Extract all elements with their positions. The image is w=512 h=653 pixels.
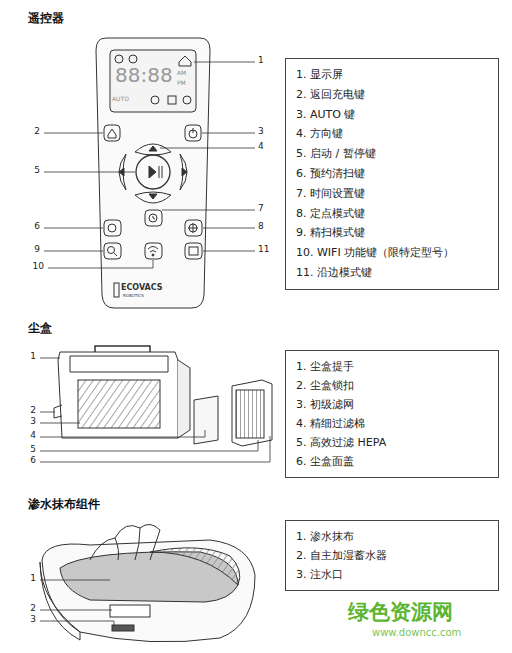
callout-number: 3 (30, 615, 36, 625)
leader-lines (44, 62, 255, 268)
section-heading: 遥控器 (28, 12, 64, 25)
callout-number: 7 (258, 204, 264, 214)
callout-number: 3 (258, 127, 264, 137)
mop-drawing (40, 524, 255, 641)
display-digits: 88:88 (115, 64, 173, 86)
display-text: PM (177, 80, 186, 87)
callout-number: 5 (30, 445, 36, 455)
list-item: 9. 精扫模式键 (296, 223, 488, 243)
list-item: 11. 沿边模式键 (296, 263, 488, 283)
callout-number: 1 (258, 56, 264, 66)
leader-lines (40, 358, 270, 462)
callout-number: 6 (34, 222, 40, 232)
callout-number: 6 (30, 456, 36, 466)
callout-number: 4 (30, 431, 36, 441)
callout-number: 10 (33, 262, 44, 272)
callout-number: 5 (34, 166, 40, 176)
dustbox-drawing (54, 346, 272, 446)
list-item: 4. 方向键 (296, 124, 488, 144)
callout-number: 11 (258, 245, 269, 255)
callout-number: 2 (34, 127, 40, 137)
list-item: 4. 精细过滤棉 (296, 414, 488, 433)
brand-logo: ECOVACS (121, 284, 163, 293)
list-item: 8. 定点模式键 (296, 204, 488, 224)
list-item: 3. AUTO 键 (296, 105, 488, 125)
section-heading: 渗水抹布组件 (28, 498, 100, 511)
callout-number: 3 (30, 417, 36, 427)
list-item: 3. 注水口 (296, 565, 488, 584)
callout-number: 1 (30, 574, 36, 584)
callout-number: 1 (30, 352, 36, 362)
callout-number: 2 (30, 604, 36, 614)
legend-list-box: 1. 显示屏2. 返回充电键3. AUTO 键4. 方向键5. 启动 / 暂停键… (285, 58, 499, 290)
list-item: 6. 尘盒面盖 (296, 452, 488, 471)
leader-lines (40, 580, 114, 626)
list-item: 3. 初级滤网 (296, 395, 488, 414)
list-item: 10. WIFI 功能键（限特定型号） (296, 243, 488, 263)
legend-list-box: 1. 尘盒提手2. 尘盒锁扣3. 初级滤网4. 精细过滤棉5. 高效过滤 HEP… (285, 350, 499, 478)
list-item: 5. 启动 / 暂停键 (296, 144, 488, 164)
callout-number: 2 (30, 406, 36, 416)
remote-drawing (96, 38, 210, 308)
callout-number: 4 (258, 142, 264, 152)
watermark: www.downcc.com (372, 627, 461, 638)
callout-number: 9 (34, 245, 40, 255)
list-item: 1. 显示屏 (296, 65, 488, 85)
list-item: 5. 高效过滤 HEPA (296, 433, 488, 452)
watermark: 绿色资源网 (348, 601, 453, 624)
display-text: AM (177, 70, 186, 77)
list-item: 1. 渗水抹布 (296, 527, 488, 546)
list-item: 2. 尘盒锁扣 (296, 376, 488, 395)
section-heading: 尘盒 (28, 322, 52, 335)
list-item: 2. 返回充电键 (296, 85, 488, 105)
callout-number: 8 (258, 222, 264, 232)
list-item: 2. 自主加湿蓄水器 (296, 546, 488, 565)
list-item: 7. 时间设置键 (296, 184, 488, 204)
list-item: 6. 预约清扫键 (296, 164, 488, 184)
list-item: 1. 尘盒提手 (296, 357, 488, 376)
display-text: AUTO (112, 96, 129, 103)
legend-list-box: 1. 渗水抹布2. 自主加湿蓄水器3. 注水口 (285, 520, 499, 591)
brand-logo: ROBOTICS (123, 294, 144, 298)
